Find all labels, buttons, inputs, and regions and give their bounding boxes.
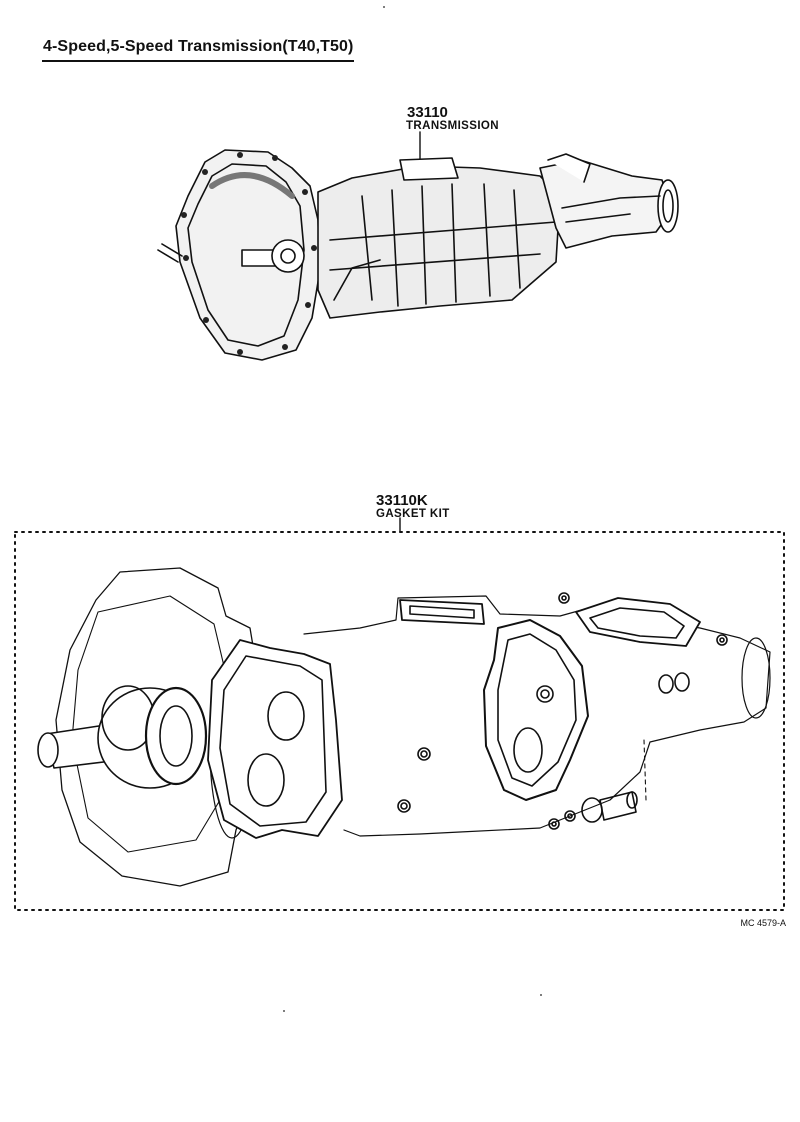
title-underline [42, 60, 354, 62]
gasket-kit-boundary [14, 531, 785, 911]
page-title: 4-Speed,5-Speed Transmission(T40,T50) [43, 38, 354, 55]
transmission-assembly-drawing [157, 131, 679, 361]
gasket-kit-part-name: GASKET KIT [376, 508, 450, 520]
transmission-part-name: TRANSMISSION [406, 120, 499, 132]
gasket-kit-drawing [14, 517, 785, 911]
scan-speck [283, 1010, 285, 1012]
transmission-part-number: 33110 [407, 104, 448, 121]
scan-speck [383, 6, 385, 8]
gasket-kit-part-number: 33110K [376, 492, 428, 509]
scan-speck [540, 994, 542, 996]
figure-code: MC 4579-A [740, 918, 786, 928]
